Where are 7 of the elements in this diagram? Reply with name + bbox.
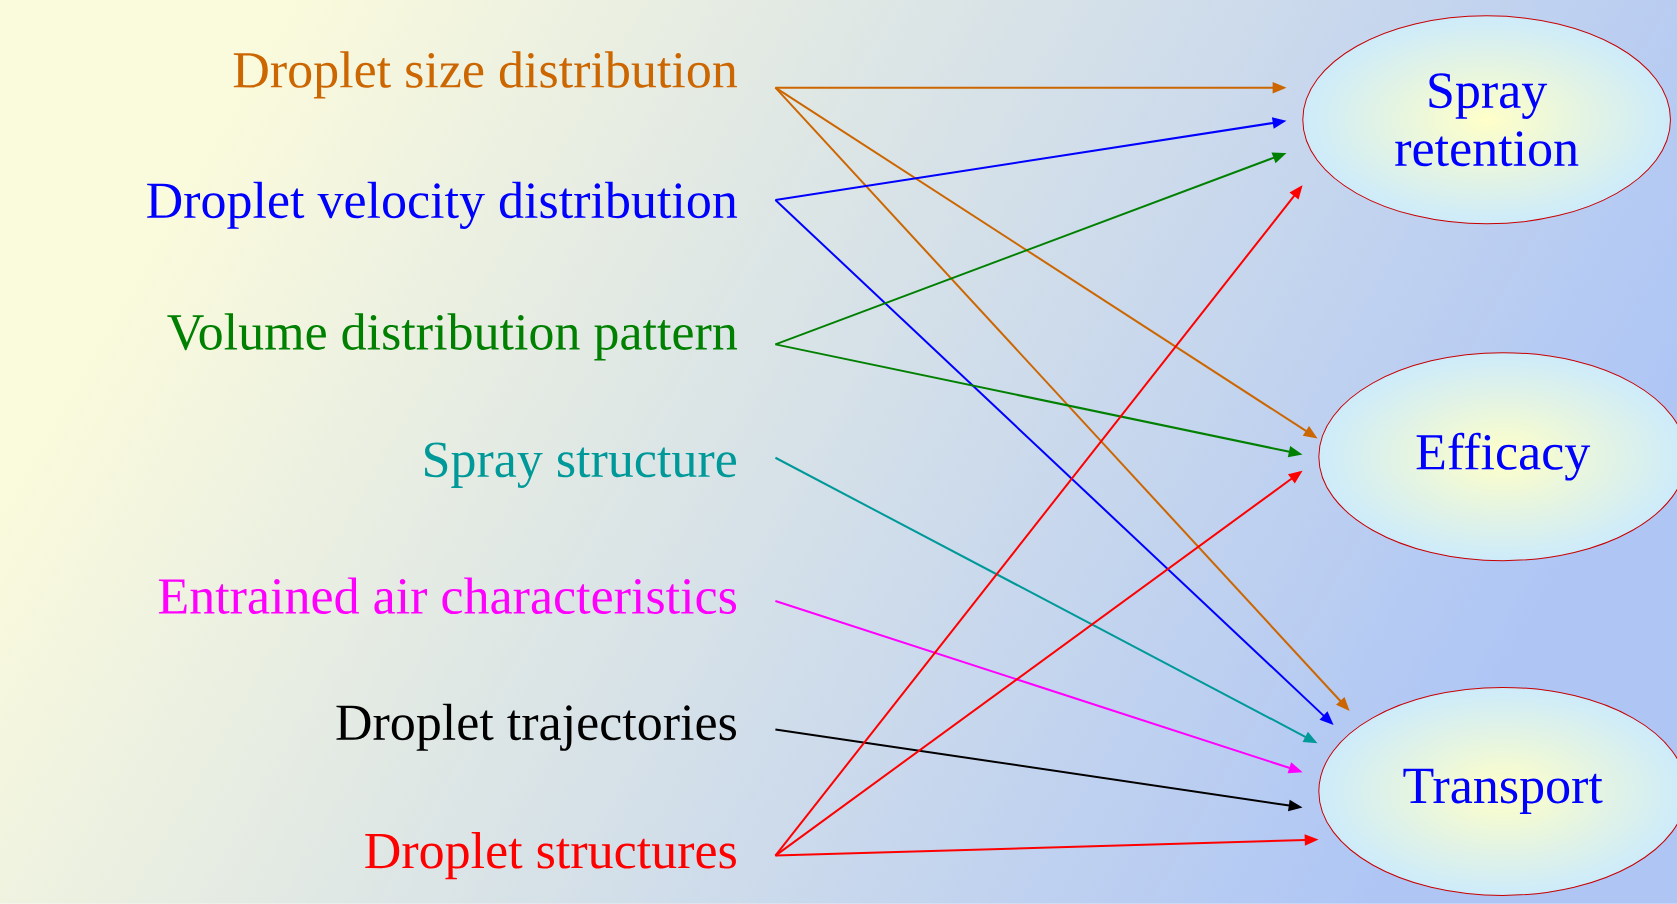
factor-label: Droplet velocity distribution: [147, 181, 738, 230]
factor-label: Droplet trajectories: [336, 703, 736, 751]
factor-label: Entrained air characteristics: [158, 577, 737, 615]
factor-label: Spray structure: [425, 442, 736, 489]
factor-label: Volume distribution pattern: [167, 313, 738, 361]
factor-label: Droplet structures: [365, 832, 736, 880]
factor-label: Droplet size distribution: [233, 51, 738, 99]
